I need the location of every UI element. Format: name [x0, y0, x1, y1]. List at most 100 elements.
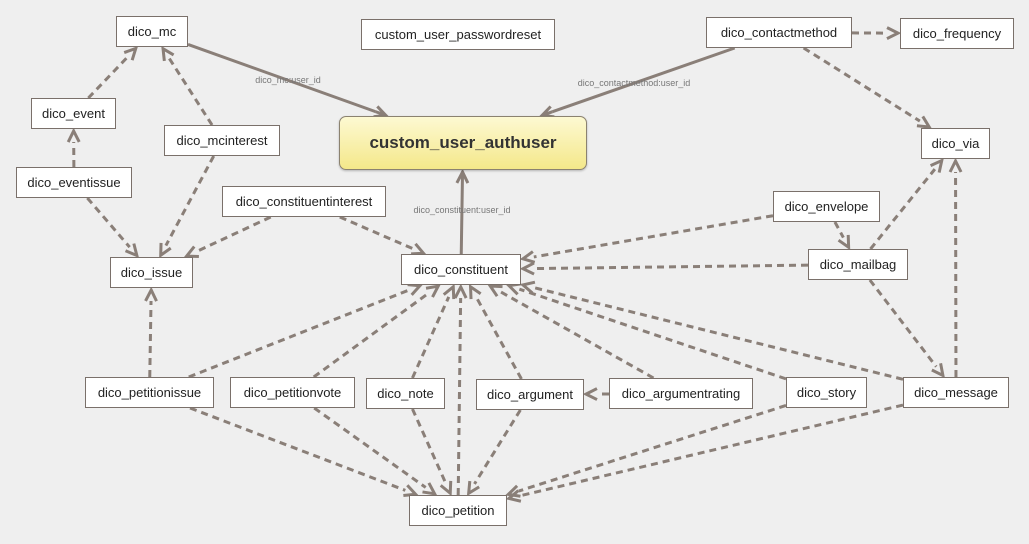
edge-line — [459, 182, 464, 255]
edge-arrowhead — [411, 242, 427, 256]
edge-arrowhead — [453, 283, 468, 299]
edge-line — [187, 42, 376, 114]
node-custom-user-authuser[interactable]: custom_user_authuser — [339, 116, 587, 170]
edge-dico_petitionvote-to-dico_petition — [313, 406, 438, 496]
edge-line — [518, 404, 787, 493]
edge-line — [473, 409, 522, 485]
node-dico-mcinterest[interactable]: dico_mcinterest — [164, 125, 280, 156]
edge-line — [519, 403, 904, 498]
node-dico-envelope[interactable]: dico_envelope — [773, 191, 880, 222]
edge-line — [533, 214, 774, 259]
edge-arrowhead — [466, 480, 480, 497]
edge-line — [189, 406, 406, 492]
edge-dico_envelope-to-dico_mailbag — [833, 221, 851, 251]
edge-dico_contactmethod-to-dico_frequency — [851, 26, 902, 40]
node-dico-petition[interactable]: dico_petition — [409, 495, 507, 526]
node-dico-issue[interactable]: dico_issue — [110, 257, 193, 288]
node-custom-user-passwordreset[interactable]: custom_user_passwordreset — [361, 19, 555, 50]
edge-dico_eventissue-to-dico_event — [66, 127, 81, 168]
edge-line — [411, 296, 451, 379]
edge-arrowhead — [124, 243, 140, 259]
node-dico-note[interactable]: dico_note — [366, 378, 445, 409]
edge-line — [869, 168, 937, 250]
edge-line — [411, 408, 448, 484]
node-dico-story[interactable]: dico_story — [786, 377, 867, 408]
edge-line — [533, 263, 809, 271]
edge-dico_petitionissue-to-dico_petition — [189, 406, 419, 497]
node-dico-mailbag[interactable]: dico_mailbag — [808, 249, 908, 280]
edge-dico_constituent-to-custom_user_authuser — [455, 168, 470, 255]
edge-line — [86, 197, 131, 249]
edge-dico_note-to-dico_petition — [411, 408, 453, 497]
edge-dico_argumentrating-to-dico_constituent — [487, 284, 655, 380]
node-dico-mc[interactable]: dico_mc — [116, 16, 188, 47]
edge-line — [551, 46, 736, 114]
edge-arrowhead — [422, 482, 438, 496]
edge-line — [533, 286, 904, 381]
node-dico-constituent[interactable]: dico_constituent — [401, 254, 521, 285]
edge-line — [833, 221, 845, 239]
node-dico-message[interactable]: dico_message — [903, 377, 1009, 408]
edge-dico_petitionissue-to-dico_constituent — [188, 283, 424, 379]
edge-line — [164, 155, 216, 247]
edge-line — [499, 290, 655, 380]
edge-arrowhead — [505, 282, 522, 296]
edge-dico_message-to-dico_via — [948, 157, 963, 378]
edge-dico_mailbag-to-dico_message — [868, 279, 945, 379]
edge-arrowhead — [837, 234, 851, 251]
node-dico-frequency[interactable]: dico_frequency — [900, 18, 1014, 49]
edge-line — [313, 406, 427, 489]
node-dico-eventissue[interactable]: dico_eventissue — [16, 167, 132, 198]
edge-arrowhead — [582, 387, 598, 401]
edge-line — [456, 297, 463, 496]
node-dico-petitionissue[interactable]: dico_petitionissue — [85, 377, 214, 408]
node-dico-event[interactable]: dico_event — [31, 98, 116, 129]
edge-arrowhead — [519, 280, 536, 295]
node-dico-contactmethod[interactable]: dico_contactmethod — [706, 17, 852, 48]
edge-line — [518, 287, 787, 381]
edge-dico_eventissue-to-dico_issue — [86, 197, 140, 259]
edge-arrowhead — [519, 250, 536, 264]
edge-dico_contactmethod-to-dico_via — [802, 46, 933, 129]
node-dico-petitionvote[interactable]: dico_petitionvote — [230, 377, 355, 408]
edge-dico_petition-to-dico_constituent — [453, 283, 468, 496]
edge-line — [339, 215, 414, 251]
edge-arrowhead — [519, 261, 535, 276]
edge-arrowhead — [487, 284, 503, 298]
edge-arrowhead — [403, 484, 419, 497]
edge-arrowhead — [442, 283, 456, 300]
node-dico-argument[interactable]: dico_argument — [476, 379, 584, 410]
edge-arrowhead — [468, 283, 482, 300]
edge-dico_constituentinterest-to-dico_constituent — [339, 215, 427, 256]
edge-dico_argument-to-dico_constituent — [468, 283, 523, 380]
node-dico-constituentinterest[interactable]: dico_constituentinterest — [222, 186, 386, 217]
edge-arrowhead — [159, 242, 172, 259]
edge-line — [195, 215, 272, 253]
edge-arrowhead — [144, 286, 158, 302]
edge-arrowhead — [455, 168, 470, 184]
edge-dico_petitionissue-to-dico_issue — [144, 286, 158, 378]
edge-dico_message-to-dico_constituent — [519, 280, 904, 381]
node-dico-via[interactable]: dico_via — [921, 128, 990, 159]
edge-arrowhead — [948, 157, 963, 173]
edge-line — [188, 288, 411, 379]
edge-arrowhead — [931, 363, 945, 379]
edge-arrowhead — [407, 283, 424, 296]
edge-arrowhead — [916, 115, 933, 129]
edge-line — [474, 295, 523, 380]
edge-dico_note-to-dico_constituent — [411, 283, 456, 379]
edge-arrowhead — [183, 245, 199, 258]
edge-dico_story-to-dico_constituent — [505, 282, 787, 381]
edge-label-constituent-user: dico_constituent:user_id — [413, 205, 511, 215]
edge-label-contactmethod-user: dico_contactmethod:user_id — [577, 78, 691, 88]
edge-dico_mailbag-to-dico_via — [869, 157, 944, 250]
edge-arrowhead — [425, 284, 441, 298]
edge-arrowhead — [439, 480, 453, 497]
node-dico-argumentrating[interactable]: dico_argumentrating — [609, 378, 753, 409]
edge-label-mc-user: dico_mc:user_id — [255, 75, 321, 85]
edge-arrowhead — [161, 45, 175, 62]
edge-dico_mcinterest-to-dico_mc — [161, 45, 214, 126]
edge-arrowhead — [929, 157, 944, 173]
